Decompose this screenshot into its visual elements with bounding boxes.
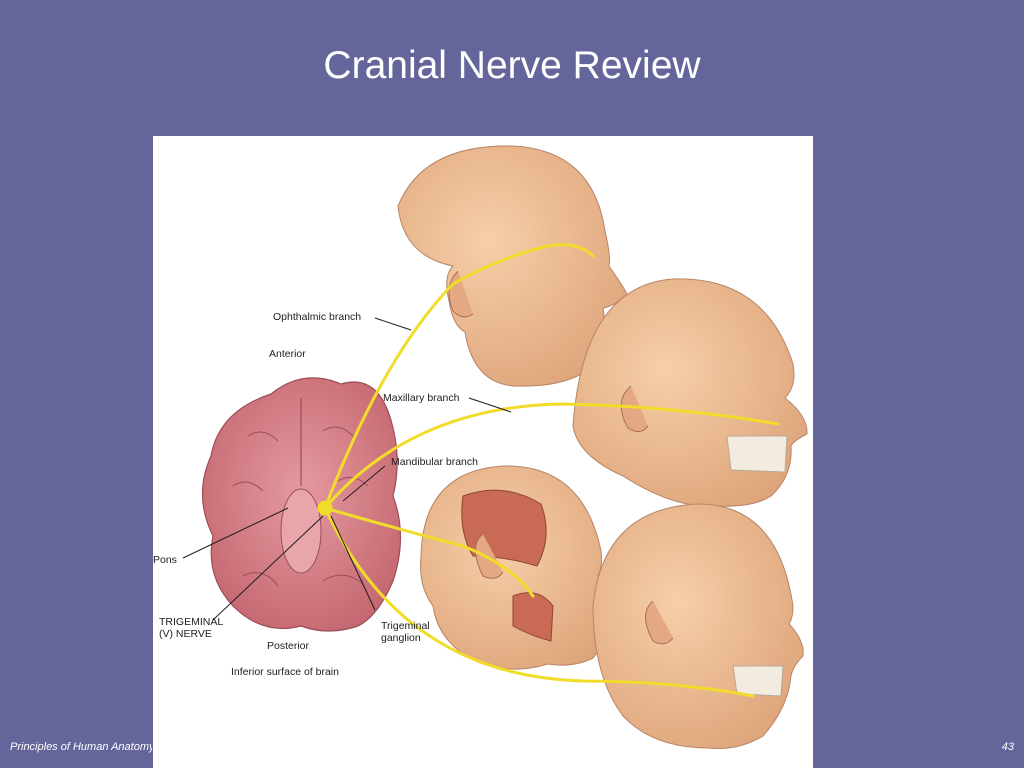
label-trigeminal-nerve-2: (V) NERVE [159,628,212,640]
label-pons: Pons [153,554,177,566]
label-ganglion-1: Trigeminal [381,620,430,632]
maxillary-nerve-path [323,402,780,510]
label-leaders [182,317,512,621]
ophthalmic-nerve-path [323,243,595,510]
head-lower-right [592,503,804,749]
label-maxillary-branch: Maxillary branch [383,392,460,404]
mandibular-nerve-path-b [323,506,755,698]
head-right [572,278,808,507]
trigeminal-nerve-illustration: Ophthalmic branch Anterior Maxillary bra… [153,136,813,768]
illustration-canvas [182,145,808,749]
label-mandibular-branch: Mandibular branch [391,456,478,468]
trigeminal-nerve-branches [317,243,780,698]
label-ophthalmic-branch: Ophthalmic branch [273,311,362,323]
trigeminal-ganglion-mark [317,500,333,516]
label-inferior-surface: Inferior surface of brain [231,666,339,678]
label-trigeminal-nerve-1: TRIGEMINAL [159,616,224,628]
slide-title: Cranial Nerve Review [323,44,701,87]
label-anterior: Anterior [269,348,306,360]
label-ganglion-2: ganglion [381,632,421,644]
label-posterior: Posterior [267,640,310,652]
footer-course-title: Principles of Human Anatomy and Physiolo… [10,741,152,753]
head-lower-middle [420,465,622,670]
brain-inferior [201,377,402,632]
mandibular-nerve-path-a [323,506,535,598]
page-number: 43 [1001,741,1014,753]
